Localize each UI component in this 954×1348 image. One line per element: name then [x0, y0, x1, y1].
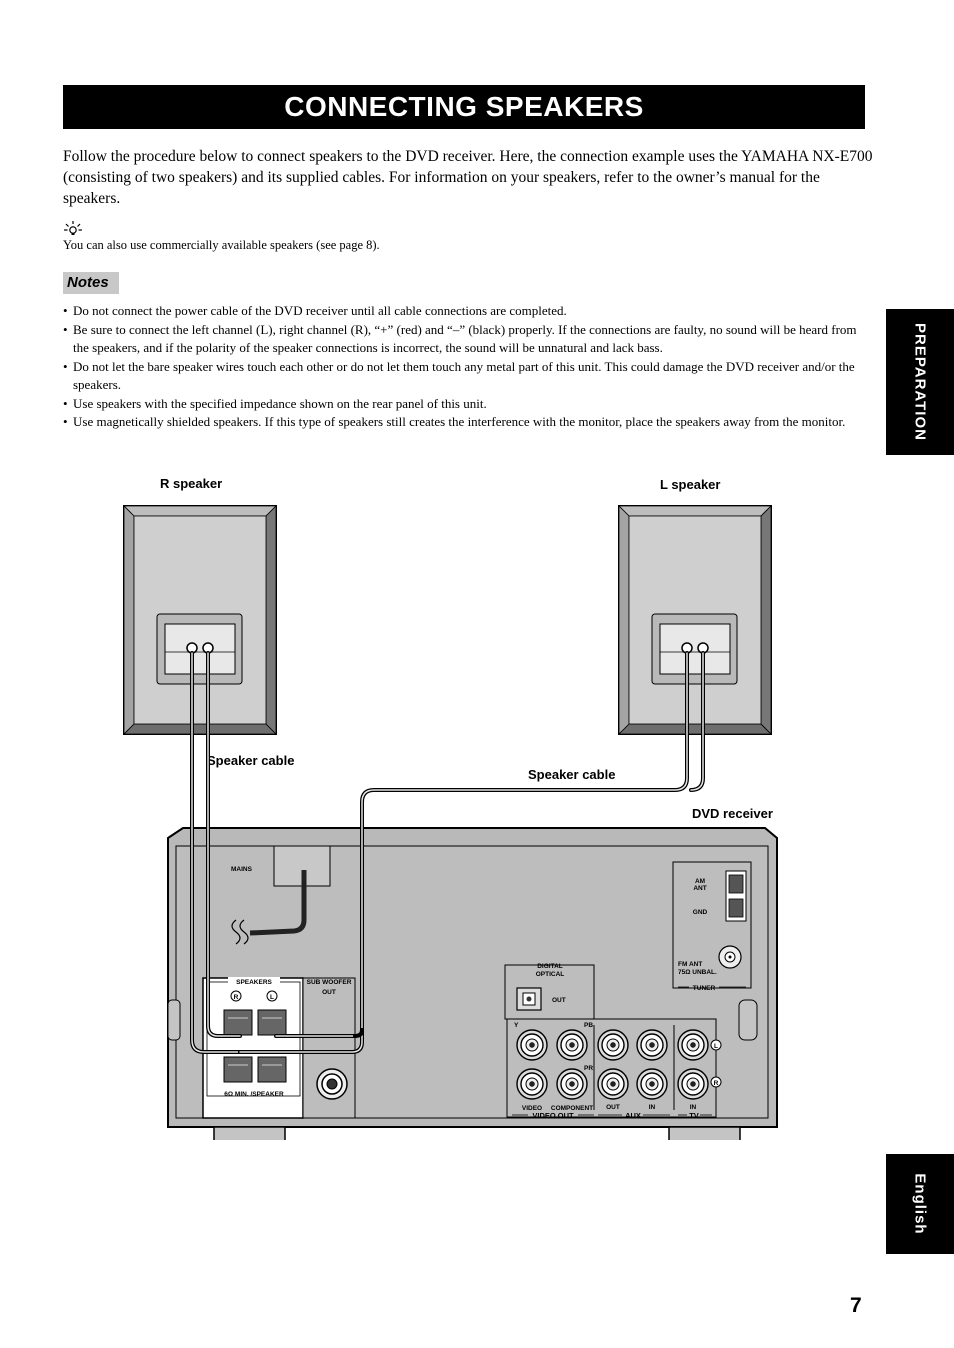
speakers-panel-label: SPEAKERS	[236, 979, 272, 986]
side-tab-english-label: English	[911, 1173, 929, 1235]
aux-label: AUX	[625, 1111, 641, 1120]
note-item: Do not connect the power cable of the DV…	[63, 302, 863, 321]
pb-label: PB	[584, 1022, 593, 1029]
digital-label: DIGITAL	[537, 963, 563, 970]
r-speaker	[123, 505, 277, 735]
rca-jack	[690, 1081, 696, 1087]
jack-r-mark: R	[714, 1080, 719, 1087]
side-tab-preparation-label: PREPARATION	[911, 323, 929, 441]
page-title: CONNECTING SPEAKERS	[63, 85, 865, 129]
fm-unbal-label: 75Ω UNBAL.	[678, 969, 717, 976]
notes-heading: Notes	[63, 272, 119, 294]
r-speaker-label: R speaker	[160, 476, 222, 491]
r-channel-mark: R	[234, 994, 239, 1001]
rca-jack	[569, 1081, 575, 1087]
video-out-label: VIDEO OUT	[532, 1111, 574, 1120]
subwoofer-out-label: OUT	[322, 989, 336, 996]
y-label: Y	[514, 1022, 519, 1029]
rca-jack	[529, 1081, 535, 1087]
mains-power-cord: MAINS	[231, 845, 331, 945]
rca-jack	[649, 1081, 655, 1087]
tv-label: TV	[689, 1111, 699, 1120]
tuner-label: TUNER	[693, 985, 716, 992]
am-label: AM	[695, 878, 705, 885]
note-item: Do not let the bare speaker wires touch …	[63, 358, 863, 395]
impedance-label: 6Ω MIN. /SPEAKER	[224, 1091, 284, 1098]
speaker-terminals: SPEAKERS R L 6Ω MIN. /SPEAKER	[202, 977, 304, 1119]
note-item: Use magnetically shielded speakers. If t…	[63, 413, 863, 432]
optical-label: OPTICAL	[536, 971, 565, 978]
rca-jack	[610, 1081, 616, 1087]
side-tab-english: English	[886, 1154, 954, 1254]
aux-out-label: OUT	[606, 1104, 620, 1111]
tuner-antenna-terminals: AM ANT GND FM ANT 75Ω UNBAL. TUNER	[672, 861, 752, 992]
tv-in-label: IN	[690, 1104, 697, 1111]
rca-jack	[610, 1042, 616, 1048]
video-audio-jacks: Y PB PR VIDEO COMPONENT OUT IN IN VIDEO …	[506, 1018, 722, 1120]
digital-optical-out: DIGITAL OPTICAL OUT	[504, 963, 595, 1020]
intro-paragraph: Follow the procedure below to connect sp…	[63, 148, 873, 207]
l-speaker	[618, 505, 772, 735]
speaker-connection-diagram: R speaker L speaker Speaker cable Speake…	[123, 476, 778, 1140]
mains-label: MAINS	[231, 866, 253, 873]
component-label: COMPONENT	[551, 1105, 593, 1112]
note-item: Use speakers with the specified impedanc…	[63, 395, 863, 414]
note-item: Be sure to connect the left channel (L),…	[63, 321, 863, 358]
rca-jack	[690, 1042, 696, 1048]
dvd-receiver-label: DVD receiver	[692, 806, 773, 821]
speaker-cable-label-right: Speaker cable	[528, 767, 615, 782]
rca-jack	[649, 1042, 655, 1048]
side-tab-preparation: PREPARATION	[886, 309, 954, 455]
l-speaker-label: L speaker	[660, 477, 720, 492]
speaker-cable-label-left: Speaker cable	[207, 753, 294, 768]
speaker-cables	[190, 651, 705, 1054]
page-number: 7	[850, 1294, 862, 1317]
tip-text: You can also use commercially available …	[63, 238, 380, 252]
l-channel-mark: L	[270, 994, 274, 1001]
jack-l-mark: L	[714, 1043, 718, 1050]
rca-jack	[529, 1042, 535, 1048]
rca-jack	[569, 1042, 575, 1048]
lightbulb-tip-icon	[64, 221, 82, 235]
notes-list: Do not connect the power cable of the DV…	[63, 302, 863, 432]
gnd-label: GND	[693, 909, 708, 916]
pr-label: PR	[584, 1065, 593, 1072]
video-label: VIDEO	[522, 1105, 542, 1112]
am-ant-label: ANT	[693, 885, 706, 892]
fm-ant-label: FM ANT	[678, 961, 702, 968]
optical-out-label: OUT	[552, 997, 566, 1004]
subwoofer-out-jack: SUB WOOFER OUT	[302, 977, 356, 1119]
subwoofer-label: SUB WOOFER	[307, 979, 352, 986]
aux-in-label: IN	[649, 1104, 656, 1111]
